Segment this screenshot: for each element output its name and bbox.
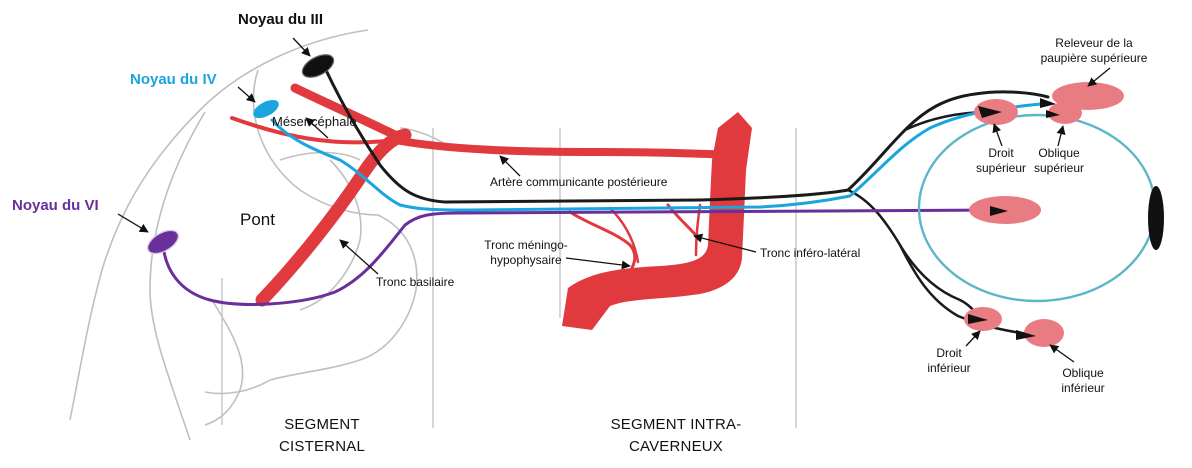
label-mesencephale: Mésencéphale [272,114,357,130]
label-segment-cisternal-line2: CISTERNAL [262,436,382,458]
label-releveur: Releveur de la paupière supérieure [1030,36,1158,66]
label-droit-inf-line2: inférieur [918,361,980,376]
arrow-oblique-inf [1050,345,1074,362]
arrow-droit-inf [966,331,980,346]
label-oblique-sup: Oblique supérieur [1028,146,1090,176]
label-meningo: Tronc méningo- hypophysaire [476,238,576,268]
label-meningo-line1: Tronc méningo- [476,238,576,253]
label-releveur-line2: paupière supérieure [1030,51,1158,66]
label-basilaire: Tronc basilaire [376,274,454,290]
label-droit-inf-line1: Droit [918,346,980,361]
arrow-noyau-vi [118,214,148,232]
arrow-noyau-iv [238,87,255,102]
label-releveur-line1: Releveur de la [1030,36,1158,51]
cornea [1148,186,1164,250]
label-meningo-line2: hypophysaire [476,253,576,268]
label-oblique-sup-line1: Oblique [1028,146,1090,161]
arrow-droit-sup [994,124,1002,146]
label-oblique-sup-line2: supérieur [1028,161,1090,176]
label-noyau-iii: Noyau du III [238,12,323,28]
label-segment-intracav-line1: SEGMENT INTRA- [596,414,756,436]
label-oblique-inf: Oblique inférieur [1052,366,1114,396]
droit-lateral-muscle [969,196,1041,224]
label-segment-cisternal-line1: SEGMENT [262,414,382,436]
internal-carotid-artery [562,112,752,330]
muscles [964,82,1124,347]
label-segment-cisternal: SEGMENT CISTERNAL [262,414,382,458]
pcom-artery [395,140,735,155]
label-oblique-inf-line1: Oblique [1052,366,1114,381]
oblique-inferieur-muscle [1024,319,1064,347]
label-droit-inf: Droit inférieur [918,346,980,376]
label-droit-sup-line2: supérieur [970,161,1032,176]
label-noyau-iv: Noyau du IV [130,72,217,88]
nerve-iii-inf-branch-2 [900,245,978,316]
label-segment-intracav: SEGMENT INTRA- CAVERNEUX [596,414,756,458]
label-oblique-inf-line2: inférieur [1052,381,1114,396]
label-noyau-vi: Noyau du VI [12,198,99,214]
label-droit-sup-line1: Droit [970,146,1032,161]
arrow-noyau-iii [293,38,310,56]
arrow-pcom [500,156,520,176]
label-segment-intracav-line2: CAVERNEUX [596,436,756,458]
label-pont: Pont [240,212,275,228]
label-inferolateral: Tronc inféro-latéral [760,245,860,261]
nucleus-iii-shape [299,50,337,82]
label-pcom: Artère communicante postérieure [490,174,667,190]
arrow-oblique-sup [1058,126,1063,146]
label-droit-sup: Droit supérieur [970,146,1032,176]
